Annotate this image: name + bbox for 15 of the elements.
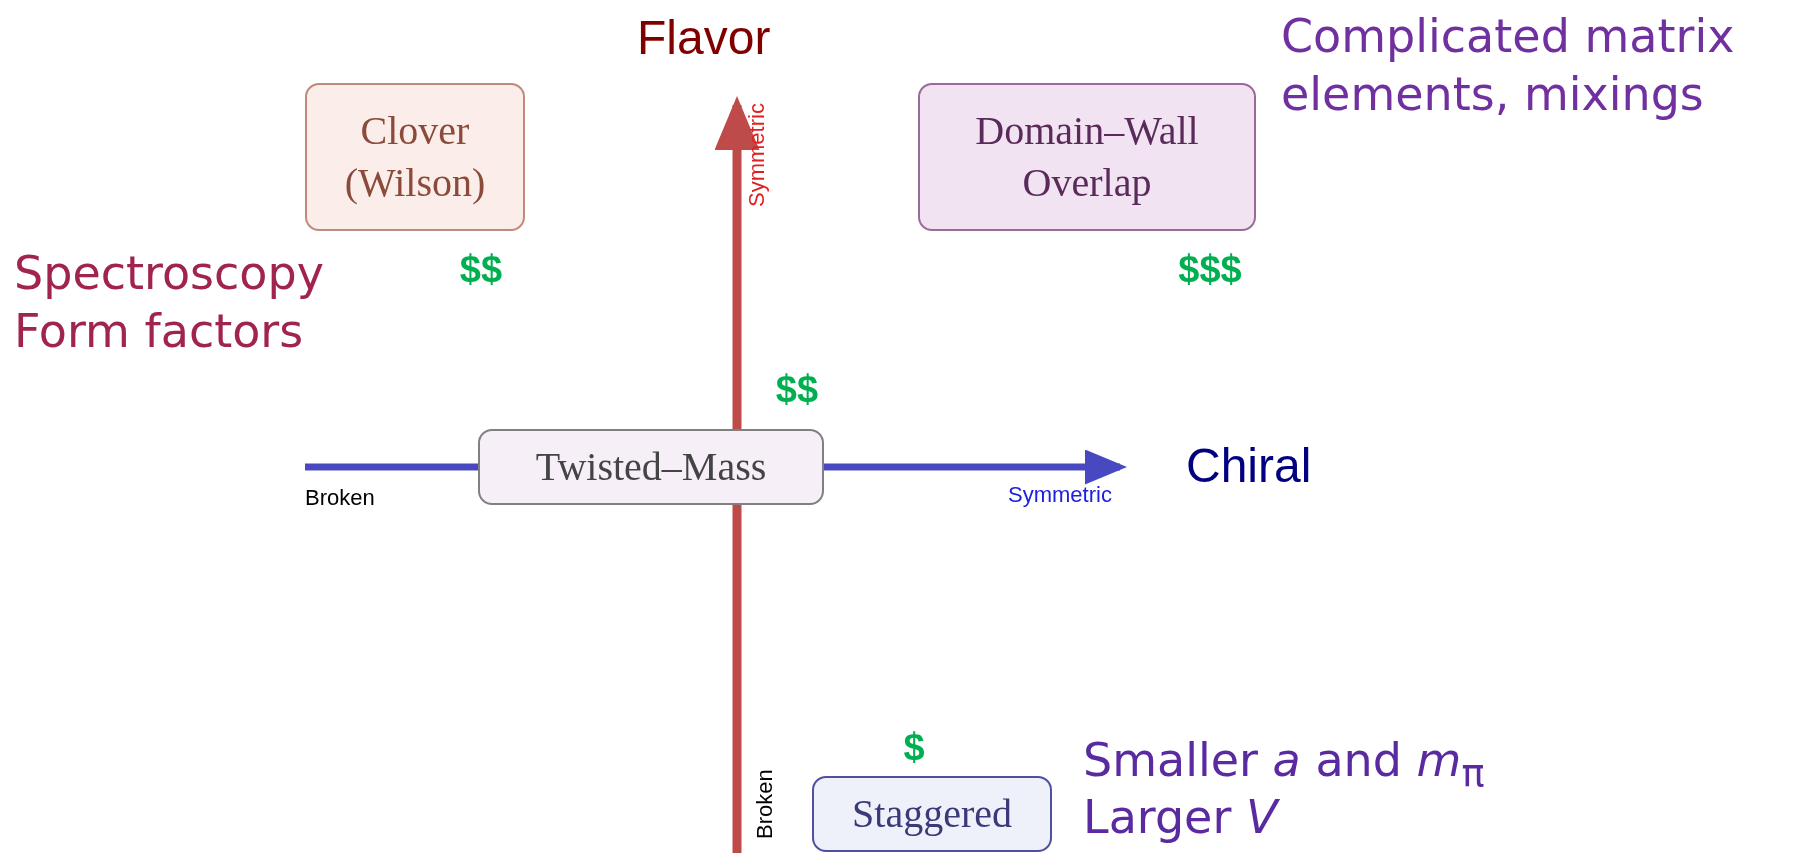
axis-title: Flavor (637, 10, 771, 65)
note-text: Complicated matrix elements, mixings (1281, 8, 1736, 123)
cost-label: $ (903, 726, 925, 769)
cost-label: $$ (459, 248, 503, 291)
axis-end-label: Broken (305, 485, 375, 511)
lattice-action-box: Clover (Wilson) (305, 83, 525, 231)
cost-label: $$$ (1178, 248, 1242, 291)
note-text: Spectroscopy Form factors (14, 245, 325, 360)
lattice-action-box: Domain–Wall Overlap (918, 83, 1256, 231)
axis-end-label: Broken (752, 768, 778, 842)
lattice-action-box: Twisted–Mass (478, 429, 824, 505)
lattice-action-box: Staggered (812, 776, 1052, 852)
axis-title: Chiral (1186, 438, 1312, 493)
cost-label: $$ (775, 368, 819, 411)
axis-end-label: Symmetric (1008, 482, 1112, 508)
